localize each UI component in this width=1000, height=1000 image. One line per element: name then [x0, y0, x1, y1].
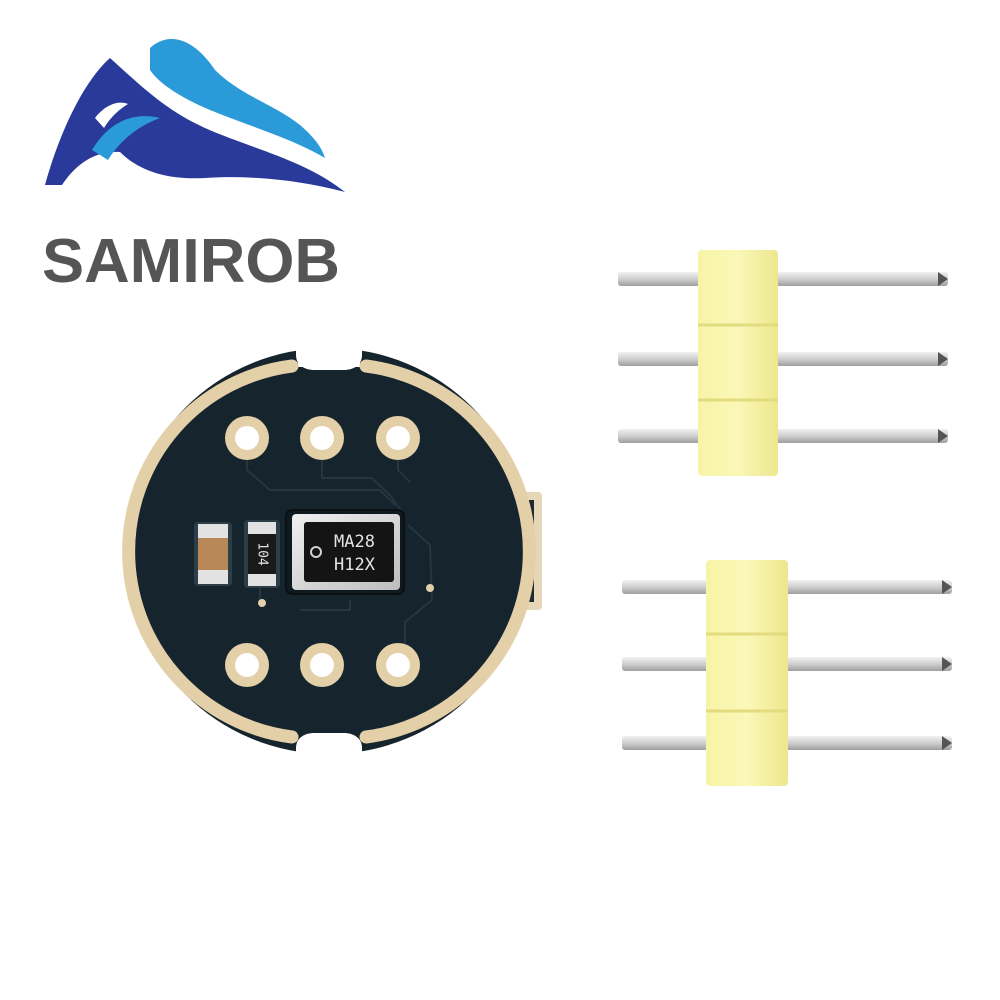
microphone-module: 104 MA28 H12X [122, 343, 542, 760]
logo-wave-notch [95, 102, 128, 128]
brand-name: SAMIROB [42, 227, 340, 296]
pin [618, 429, 948, 443]
pad-row-bottom [225, 643, 420, 687]
gold-ring-left [122, 359, 299, 744]
pad-row-top [225, 416, 420, 460]
via [258, 599, 266, 607]
mic-port-icon [310, 546, 322, 558]
logo-wave-cut [92, 116, 160, 160]
brand-logo: SAMIROB [42, 39, 345, 296]
gold-ring-right [359, 359, 536, 744]
chip-marking-line-1: MA28 [334, 532, 375, 552]
smd-capacitor [194, 522, 232, 586]
pin-header-bottom [622, 560, 952, 786]
smd-resistor: 104 [244, 520, 280, 588]
resistor-marking: 104 [255, 542, 270, 566]
logo-wave-light [150, 39, 325, 158]
pin [618, 352, 948, 366]
pin-header-top [618, 250, 948, 476]
logo-wave-dark [45, 58, 345, 192]
chip-marking-line-2: H12X [334, 555, 376, 575]
mems-microphone-chip: MA28 H12X [285, 509, 405, 595]
pin [618, 272, 948, 286]
header-plastic [706, 560, 788, 786]
header-plastic [698, 250, 778, 476]
via [426, 584, 434, 592]
